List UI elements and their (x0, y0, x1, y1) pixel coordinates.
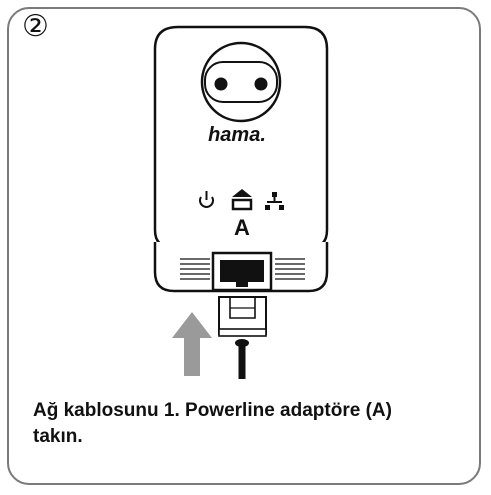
powerline-icon (231, 189, 253, 211)
power-icon (199, 191, 214, 208)
port-label: A (234, 215, 250, 240)
step-number: ② (22, 9, 49, 44)
ethernet-port (211, 251, 273, 292)
instruction-line-2: takın. (33, 426, 83, 447)
brand-logo: hama. (208, 124, 266, 146)
socket-icon (200, 41, 282, 123)
instruction-text: Ağ kablosunu 1. Powerline adaptöre (A) t… (33, 398, 453, 450)
ethernet-plug-icon (218, 296, 267, 379)
instruction-line-1: Ağ kablosunu 1. Powerline adaptöre (A) (33, 400, 392, 421)
network-icon (265, 192, 284, 210)
arrow-up-icon (172, 312, 212, 376)
